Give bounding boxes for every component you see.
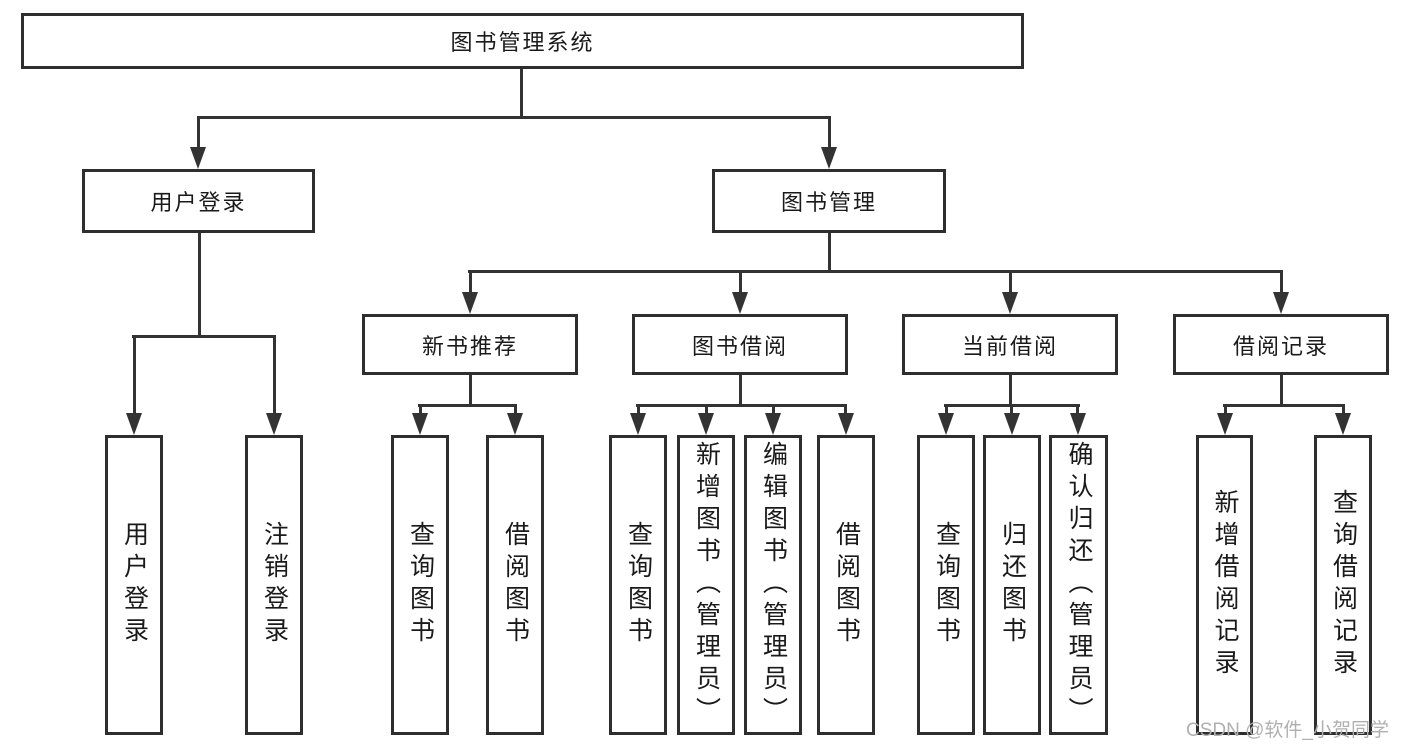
leaf-label: 查询借阅记录: [1329, 489, 1358, 681]
node-current-borrow: 当前借阅: [902, 314, 1118, 375]
arrow-down-icon: [1273, 292, 1289, 314]
connector-line: [197, 118, 200, 150]
connector-line: [514, 406, 517, 416]
connector-line: [469, 375, 472, 406]
arrow-down-icon: [765, 413, 781, 435]
node-label: 用户登录: [150, 190, 247, 215]
connector-line: [1223, 404, 1345, 407]
leaf-label: 借阅图书: [501, 521, 530, 649]
arrow-down-icon: [1335, 413, 1351, 435]
node-label: 当前借阅: [961, 333, 1058, 359]
leaf-confirm-return-admin: 确认归还（管理员）: [1049, 435, 1108, 735]
connector-line: [844, 406, 847, 416]
leaf-edit-books-admin: 编辑图书（管理员）: [744, 435, 802, 735]
node-book-borrow: 图书借阅: [632, 314, 848, 375]
leaf-query-borrow-record: 查询借阅记录: [1314, 435, 1372, 735]
connector-line: [198, 233, 201, 337]
connector-line: [1010, 406, 1013, 416]
node-label: 新书推荐: [421, 333, 518, 359]
arrow-down-icon: [938, 413, 954, 435]
leaf-query-books-recommend: 查询图书: [391, 435, 449, 735]
leaf-query-books-borrow: 查询图书: [609, 435, 667, 735]
arrow-down-icon: [838, 413, 854, 435]
leaf-return-books: 归还图书: [983, 435, 1041, 735]
connector-line: [1280, 375, 1283, 406]
node-label: 图书借阅: [691, 333, 788, 359]
leaf-user-login: 用户登录: [105, 435, 163, 735]
connector-line: [1342, 406, 1345, 416]
node-label: 图书管理系统: [450, 30, 595, 55]
node-book-management: 图书管理: [712, 169, 946, 233]
leaf-label: 编辑图书（管理员）: [759, 441, 788, 729]
connector-line: [132, 335, 276, 338]
connector-line: [1009, 375, 1012, 406]
connector-line: [520, 69, 523, 119]
leaf-logout: 注销登录: [245, 435, 303, 735]
connector-line: [739, 272, 742, 293]
connector-line: [739, 375, 742, 406]
connector-line: [273, 337, 276, 415]
connector-line: [469, 272, 472, 293]
leaf-add-borrow-record: 新增借阅记录: [1196, 435, 1253, 735]
node-user-login: 用户登录: [82, 169, 315, 233]
node-label: 图书管理: [780, 190, 877, 215]
leaf-label: 新增借阅记录: [1211, 489, 1239, 681]
leaf-label: 用户登录: [120, 521, 149, 649]
connector-line: [197, 116, 831, 119]
connector-line: [944, 404, 1080, 407]
node-label: 借阅记录: [1232, 333, 1329, 359]
arrow-down-icon: [126, 413, 142, 435]
connector-line: [637, 406, 640, 416]
arrow-down-icon: [190, 147, 206, 169]
node-borrow-records: 借阅记录: [1173, 314, 1389, 375]
connector-line: [418, 404, 517, 407]
arrow-down-icon: [630, 413, 646, 435]
leaf-borrow-books-recommend: 借阅图书: [486, 435, 544, 735]
connector-line: [1224, 406, 1227, 416]
node-system-root: 图书管理系统: [21, 13, 1024, 69]
csdn-watermark: CSDN @软件_小贺同学: [1186, 720, 1389, 741]
leaf-label: 借阅图书: [832, 521, 861, 649]
connector-line: [945, 406, 948, 416]
connector-line: [828, 233, 831, 272]
connector-line: [1076, 406, 1079, 416]
arrow-down-icon: [266, 413, 282, 435]
leaf-label: 查询图书: [624, 521, 653, 649]
leaf-label: 确认归还（管理员）: [1065, 441, 1093, 729]
arrow-down-icon: [1002, 292, 1018, 314]
connector-line: [828, 118, 831, 150]
connector-line: [419, 406, 422, 416]
connector-line: [772, 406, 775, 416]
arrow-down-icon: [1070, 413, 1086, 435]
arrow-down-icon: [1004, 413, 1020, 435]
connector-line: [705, 406, 708, 416]
leaf-label: 归还图书: [998, 521, 1027, 649]
arrow-down-icon: [821, 147, 837, 169]
leaf-label: 查询图书: [406, 521, 435, 649]
connector-line: [636, 404, 847, 407]
arrow-down-icon: [732, 292, 748, 314]
arrow-down-icon: [507, 413, 523, 435]
connector-line: [1280, 272, 1283, 293]
connector-line: [468, 270, 1283, 273]
leaf-label: 查询图书: [932, 521, 961, 649]
leaf-borrow-books: 借阅图书: [817, 435, 875, 735]
leaf-query-books-current: 查询图书: [917, 435, 975, 735]
connector-line: [1009, 272, 1012, 293]
leaf-label: 注销登录: [260, 521, 289, 649]
leaf-add-books-admin: 新增图书（管理员）: [677, 435, 735, 735]
arrow-down-icon: [462, 292, 478, 314]
node-new-book-recommend: 新书推荐: [362, 314, 578, 375]
arrow-down-icon: [1217, 413, 1233, 435]
connector-line: [133, 337, 136, 415]
leaf-label: 新增图书（管理员）: [692, 441, 721, 729]
arrow-down-icon: [412, 413, 428, 435]
arrow-down-icon: [698, 413, 714, 435]
